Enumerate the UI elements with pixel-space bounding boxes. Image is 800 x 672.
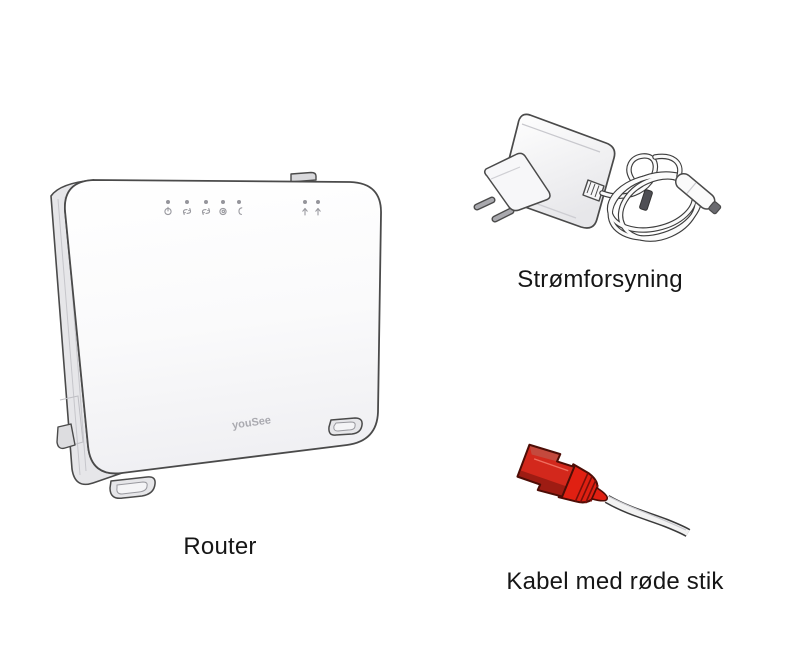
power-supply-label: Strømforsyning bbox=[517, 266, 683, 293]
strain-relief bbox=[582, 179, 605, 202]
red-cable-label: Kabel med røde stik bbox=[506, 568, 724, 595]
cable-tie bbox=[639, 189, 653, 211]
power-icon bbox=[164, 206, 172, 216]
power-supply-illustration bbox=[450, 100, 730, 260]
router-drawing: youSee bbox=[50, 171, 382, 500]
wifi-icon bbox=[302, 207, 308, 216]
barrel-connector bbox=[674, 172, 722, 215]
plug-groove-line bbox=[490, 166, 521, 180]
router-foot-right bbox=[328, 417, 363, 436]
router-side-clip bbox=[56, 423, 76, 450]
adapter-bevel-line bbox=[521, 123, 601, 153]
phone-icon bbox=[238, 207, 243, 215]
connector-boot bbox=[557, 463, 609, 504]
led-dots bbox=[166, 200, 320, 204]
plug-pins bbox=[473, 196, 515, 223]
router-foot-left bbox=[109, 476, 156, 500]
rj45-connector bbox=[516, 443, 609, 504]
power-cable bbox=[599, 153, 703, 242]
router-label: Router bbox=[183, 533, 257, 560]
side-bevel-line bbox=[57, 198, 81, 476]
plug-face bbox=[483, 152, 551, 212]
router-illustration: youSee bbox=[30, 150, 410, 530]
ethernet-cable bbox=[604, 495, 691, 537]
red-cable-illustration bbox=[480, 430, 700, 550]
red-cable-drawing bbox=[516, 443, 691, 537]
internet-icon bbox=[219, 207, 227, 216]
router-brand-logo: youSee bbox=[231, 414, 271, 431]
power-supply-drawing bbox=[473, 113, 722, 242]
link-icon bbox=[182, 207, 192, 216]
router-status-leds bbox=[164, 200, 321, 216]
router-front-face bbox=[64, 179, 382, 475]
connector-head bbox=[516, 443, 576, 498]
router-top-button bbox=[290, 171, 317, 183]
